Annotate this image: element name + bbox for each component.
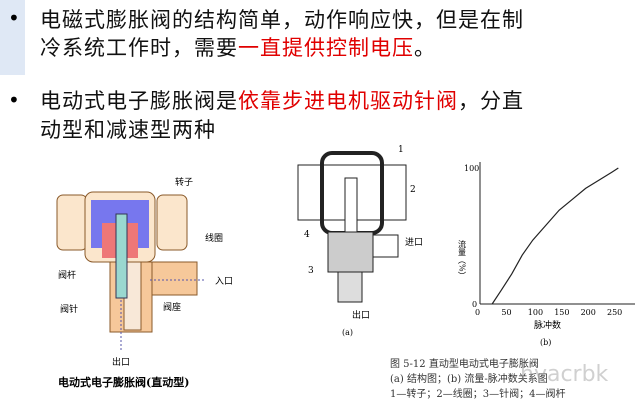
part-label-2: 2 [410,185,416,195]
y-tick-label: 0 [472,300,477,309]
label-outlet: 出口 [112,356,130,368]
x-axis-label: 脉冲数 [534,319,561,331]
x-tick-label: 150 [554,308,569,317]
x-tick-label: 0 [475,308,480,317]
sublabel-b: (b) [540,338,551,347]
y-tick-label: 100 [464,164,479,173]
label-coil: 线圈 [205,232,223,244]
y-axis-label: 流量（%） [458,239,467,280]
valve-structure-diagram: 1 2 3 4 进口 出口 (a) [297,145,423,337]
x-tick-label: 250 [607,308,622,317]
label-stem: 阀杆 [58,269,76,281]
label-needle: 阀针 [60,303,78,315]
left-caption: 电动式电子膨胀阀(直动型) [58,375,189,389]
bullet-1-line-2: 冷系统工作时，需要一直提供控制电压。 [40,36,436,60]
watermark: hvacrbk [520,362,609,387]
part-label-3: 3 [308,266,314,276]
slide-accent-strip [0,0,25,75]
figure-caption-parts: 1—转子；2—线圈；3—针阀；4—阀杆 [390,389,566,400]
label-inlet: 进口 [405,237,423,248]
direct-acting-valve-diagram: 转子 线圈 阀杆 入口 阀针 阀座 出口 电动式电子膨胀阀(直动型) [56,176,233,389]
label-outlet: 出口 [352,309,370,321]
x-tick-label: 200 [581,308,596,317]
figure-caption-sub: (a) 结构图；(b) 流量-脉冲数关系图 [390,374,548,385]
bullet-1-line-1: 电磁式膨胀阀的结构简单，动作响应快，但是在制 [40,8,524,32]
label-inlet: 入口 [215,276,233,287]
bullet-dot: • [8,6,20,30]
series-line [491,167,619,305]
bullet-2-line-1: 电动式电子膨胀阀是依靠步进电机驱动针阀，分直 [40,89,524,113]
bullet-dot: • [8,88,20,112]
bullet-2-line-2: 动型和减速型两种 [40,118,216,142]
sublabel-a: (a) [342,328,353,337]
flow-pulse-chart: 0 50 100 150 200 250 0 100 流量（%） 脉冲数 (b) [458,162,635,347]
label-rotor: 转子 [175,176,193,188]
x-tick-label: 100 [528,308,543,317]
figure-caption-title: 图 5-12 直动型电动式电子膨胀阀 [390,359,539,370]
part-label-1: 1 [398,145,404,155]
x-tick-label: 50 [501,308,511,317]
part-label-4: 4 [304,230,310,240]
label-seat: 阀座 [163,301,181,313]
